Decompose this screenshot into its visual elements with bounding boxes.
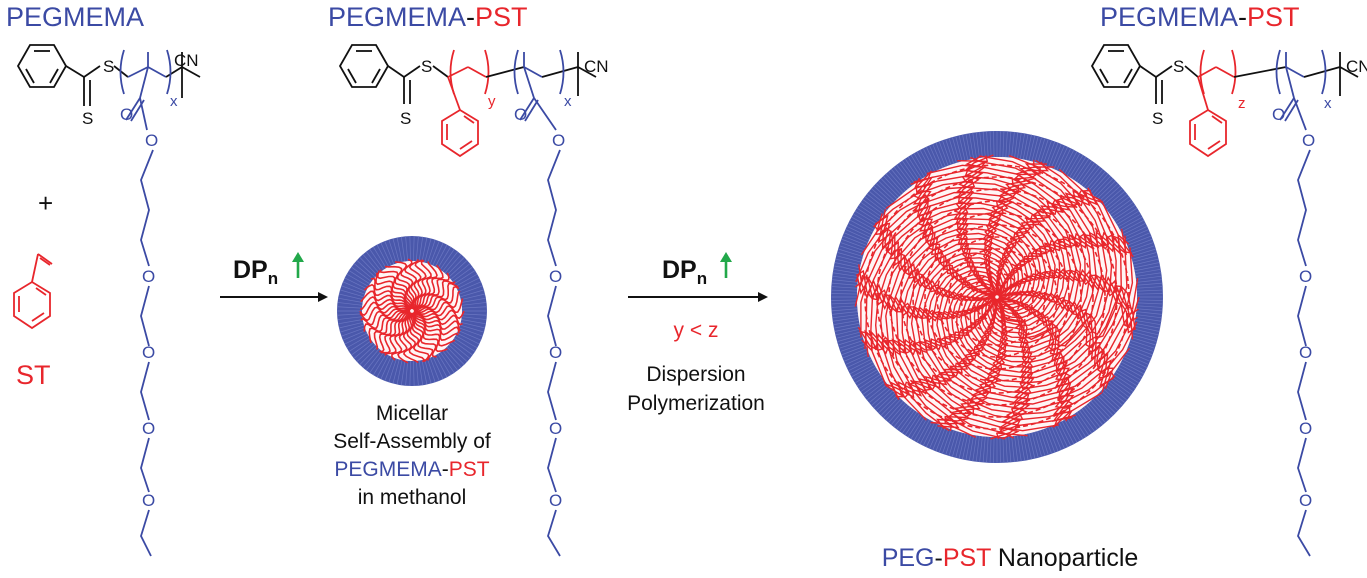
pegmema-pst-title-mid: PEGMEMA-PST: [328, 2, 528, 32]
ether-oxygen-right-4: O: [1299, 491, 1312, 510]
ether-oxygen-mid-1: O: [549, 267, 562, 286]
carbonyl-oxygen-right: O: [1272, 105, 1285, 124]
styrene-structure: [13, 253, 53, 330]
plus-sign: +: [38, 188, 53, 218]
sulfur-atom-6: S: [1152, 109, 1163, 128]
ether-oxygen-2: O: [142, 343, 155, 362]
micelle-caption-line1: Micellar: [376, 402, 448, 425]
up-arrow-icon-2: [720, 252, 732, 278]
pegmema-pst-title-right: PEGMEMA-PST: [1100, 2, 1300, 32]
repeat-z: z: [1238, 95, 1246, 112]
repeat-x-right: x: [1324, 95, 1332, 112]
sulfur-atom-4: S: [400, 109, 411, 128]
ester-oxygen-right: O: [1302, 131, 1315, 150]
dpn-label-2: DPn: [662, 256, 707, 288]
sulfur-atom-3: S: [421, 57, 432, 76]
sulfur-atom-1: S: [103, 57, 114, 76]
peg-corona: [337, 236, 487, 386]
cyano-group: CN: [174, 51, 199, 70]
ether-oxygen-4: O: [142, 491, 155, 510]
nanoparticle-caption: PEG-PST Nanoparticle: [882, 544, 1139, 572]
pegmema-pst-structure-right: [1090, 44, 1359, 557]
repeat-x: x: [170, 93, 178, 110]
carbonyl-oxygen: O: [120, 105, 133, 124]
carbonyl-oxygen-mid: O: [514, 105, 527, 124]
ether-oxygen-mid-4: O: [549, 491, 562, 510]
micelle-caption-line3: PEGMEMA-PST: [334, 458, 489, 481]
micelle-caption-line2: Self-Assembly of: [333, 430, 491, 453]
polymerization-label: Polymerization: [627, 392, 765, 415]
ether-oxygen-right-3: O: [1299, 419, 1312, 438]
ester-oxygen: O: [145, 131, 158, 150]
dpn-label-1: DPn: [233, 256, 278, 288]
ester-oxygen-mid: O: [552, 131, 565, 150]
pegmema-pst-structure-mid: [338, 44, 597, 557]
cyano-group-mid: CN: [584, 57, 609, 76]
styrene-label: ST: [16, 360, 51, 390]
sulfur-atom-5: S: [1173, 57, 1184, 76]
reaction-arrow-1: [220, 292, 328, 302]
ether-oxygen-mid-2: O: [549, 343, 562, 362]
nanoparticle: [831, 131, 1163, 463]
ether-oxygen-3: O: [142, 419, 155, 438]
micelle-caption-line4: in methanol: [358, 486, 467, 509]
pst-core: [854, 154, 1140, 440]
ether-oxygen-mid-3: O: [549, 419, 562, 438]
ether-oxygen-1: O: [142, 267, 155, 286]
micelle-particle: [337, 236, 487, 386]
sulfur-atom-2: S: [82, 109, 93, 128]
up-arrow-icon-1: [292, 252, 304, 278]
dispersion-label: Dispersion: [646, 363, 745, 386]
cyano-group-right: CN: [1346, 57, 1367, 76]
reaction-arrow-2: [628, 292, 768, 302]
peg-corona: [831, 131, 1163, 463]
condition-y-less-z: y < z: [674, 319, 719, 342]
ether-oxygen-right-1: O: [1299, 267, 1312, 286]
pegmema-title: PEGMEMA: [6, 2, 144, 32]
repeat-x-mid: x: [564, 93, 572, 110]
ether-oxygen-right-2: O: [1299, 343, 1312, 362]
repeat-y: y: [488, 93, 496, 110]
pst-core: [359, 258, 465, 364]
pegmema-structure: [16, 44, 201, 557]
